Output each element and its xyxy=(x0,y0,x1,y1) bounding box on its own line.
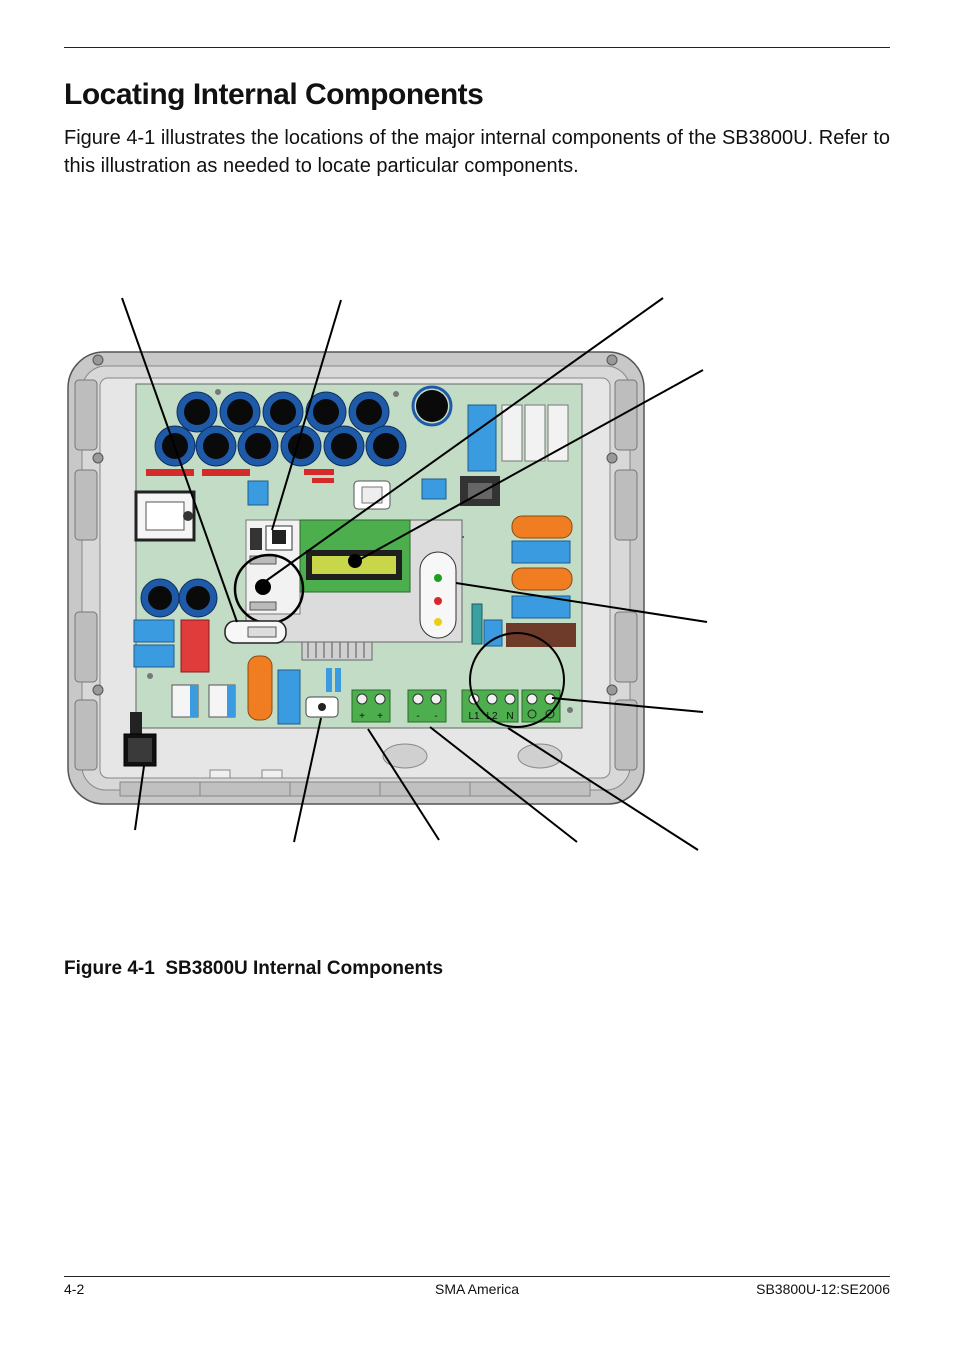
status-leds xyxy=(419,551,457,639)
callout-leaders xyxy=(121,297,708,851)
terminal-label-dc-plus-1: + xyxy=(359,711,365,722)
footer-page-number: 4-2 xyxy=(64,1281,85,1297)
footer-rule xyxy=(64,1276,890,1277)
intro-paragraph: Figure 4-1 illustrates the locations of … xyxy=(64,127,890,177)
header-rule xyxy=(64,47,890,48)
ac-terminal-highlight xyxy=(469,632,565,728)
page-title: Locating Internal Components xyxy=(64,78,484,111)
terminal-label-dc-minus-2: - xyxy=(434,711,437,722)
lcd-display xyxy=(299,519,411,593)
footer-doc-id: SB3800U-12:SE2006 xyxy=(756,1281,890,1297)
terminal-label-dc-minus-1: - xyxy=(416,711,419,722)
terminal-label-l1: L1 xyxy=(468,711,480,722)
figure-caption: Figure 4-1 SB3800U Internal Components xyxy=(64,958,444,979)
terminal-blocks xyxy=(351,689,561,723)
capacitor-bank xyxy=(140,385,453,618)
misc-components xyxy=(133,404,576,725)
external-connector xyxy=(123,712,157,767)
footer-company: SMA America xyxy=(434,1281,520,1297)
internal-components-figure: + + - - L1 L2 N xyxy=(67,297,708,851)
dc-switch xyxy=(305,696,339,718)
communication-slot xyxy=(224,553,305,644)
terminal-label-dc-plus-2: + xyxy=(377,711,383,722)
terminal-label-n: N xyxy=(506,711,513,722)
terminal-label-l2: L2 xyxy=(486,711,498,722)
